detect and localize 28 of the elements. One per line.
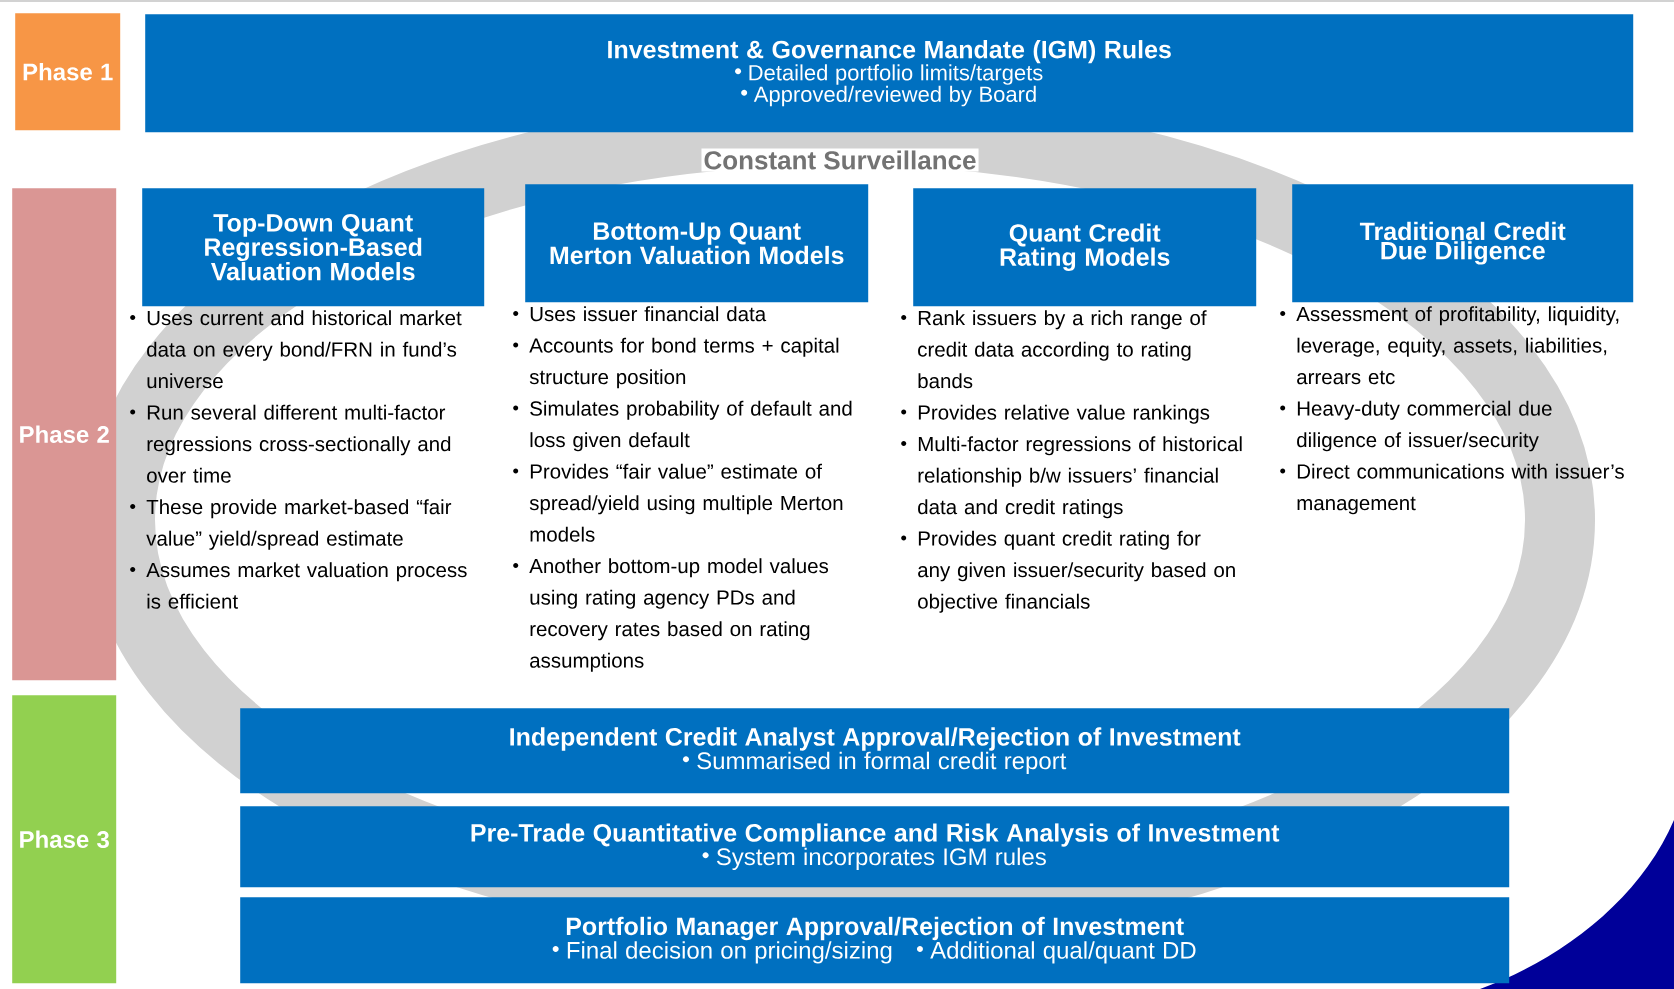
phase-box: Phase 3 bbox=[12, 695, 117, 984]
bullet-item: Multi-factor regressions of historical relationship b/w issuers’ financial data and credit ratings bbox=[901, 436, 1242, 519]
bullet-item: Provides quant credit rating for any given issuer/security based on objective financials bbox=[901, 530, 1235, 613]
process-box: Investment & Governance Mandate (IGM) Rules Detailed portfolio limits/targets Approved/reviewed by Board bbox=[145, 14, 1634, 133]
phase-box: Phase 1 bbox=[15, 13, 121, 131]
bullet-item: Assessment of profitability, liquidity, leverage, equity, assets, liabilities, arrears etc bbox=[1280, 306, 1619, 385]
bullet-item: Run several different multi-factor regressions cross-sectionally and over time bbox=[130, 404, 451, 483]
process-box: Bottom-Up Quant Merton Valuation Models bbox=[525, 184, 869, 303]
bullet-item: Assumes market valuation process is efficient bbox=[130, 562, 467, 609]
bullet-item: Simulates probability of default and loss given default bbox=[513, 400, 852, 452]
bullet-item: Uses issuer financial data bbox=[513, 306, 767, 322]
process-box: Traditional Credit Due Diligence bbox=[1292, 184, 1634, 303]
bullet-item: Another bottom-up model values using rating agency PDs and recovery rates based on rating assumptions bbox=[513, 558, 829, 672]
bullet-item: Rank issuers by a rich range of credit data according to rating bands bbox=[901, 310, 1207, 389]
bullet-item: Provides “fair value” estimate of spread/yield using multiple Merton models bbox=[513, 463, 843, 542]
bullet-item: Accounts for bond terms + capital structure position bbox=[513, 337, 839, 389]
bullet-item: Heavy-duty commercial due diligence of issuer/security bbox=[1280, 400, 1552, 452]
bullet-item: Provides relative value rankings bbox=[901, 404, 1210, 424]
process-box: Independent Credit Analyst Approval/Rejection of Investment Summarised in formal credit report bbox=[240, 708, 1510, 794]
process-box: Quant Credit Rating Models bbox=[913, 188, 1257, 307]
process-box: Top-Down Quant Regression-Based Valuation Models bbox=[142, 188, 485, 307]
bullet-item: These provide market-based “fair value” yield/spread estimate bbox=[130, 499, 452, 550]
bullet-item: Uses current and historical market data on every bond/FRN in fund’s universe bbox=[130, 310, 462, 389]
bullet-item: Direct communications with issuer’s management bbox=[1280, 463, 1624, 515]
process-box: Portfolio Manager Approval/Rejection of Investment Final decision on pricing/sizing Additional qual/quant DD bbox=[240, 897, 1510, 984]
process-box: Pre-Trade Quantitative Compliance and Risk Analysis of Investment System incorporates IGM rules bbox=[240, 806, 1510, 888]
phase-box: Phase 2 bbox=[12, 188, 117, 681]
surveillance-label: Constant Surveillance bbox=[701, 148, 979, 172]
